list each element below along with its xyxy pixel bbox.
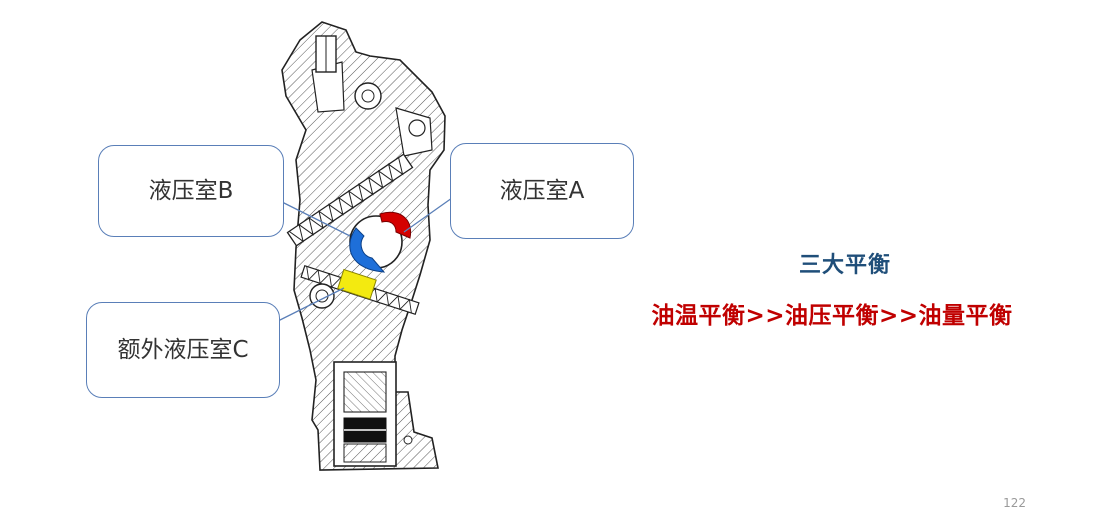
chamber-a-shape — [379, 211, 412, 239]
balance-sequence: 油温平衡>>油压平衡>>油量平衡 — [651, 303, 1013, 329]
callout-chamber-b-text: 液压室B — [148, 177, 234, 204]
callout-chamber-a: 液压室A — [450, 143, 634, 239]
chamber-c-shape — [337, 268, 377, 300]
right-bolt — [408, 119, 426, 137]
callout-chamber-b: 液压室B — [98, 145, 284, 237]
callout-chamber-c-text: 额外液压室C — [117, 336, 249, 363]
balance-headline: 三大平衡 — [798, 253, 891, 278]
callout-chamber-a-text: 液压室A — [499, 177, 585, 204]
upper-pivot-inner — [361, 89, 375, 103]
leader-c — [275, 287, 345, 323]
lower-hole — [403, 435, 413, 445]
chamber-b-shape — [349, 227, 386, 273]
leader-a — [403, 197, 453, 233]
leader-b — [277, 199, 351, 237]
page-number: 122 — [1003, 496, 1026, 510]
spring-assembly — [286, 153, 414, 247]
callout-chamber-c: 额外液压室C — [86, 302, 280, 398]
